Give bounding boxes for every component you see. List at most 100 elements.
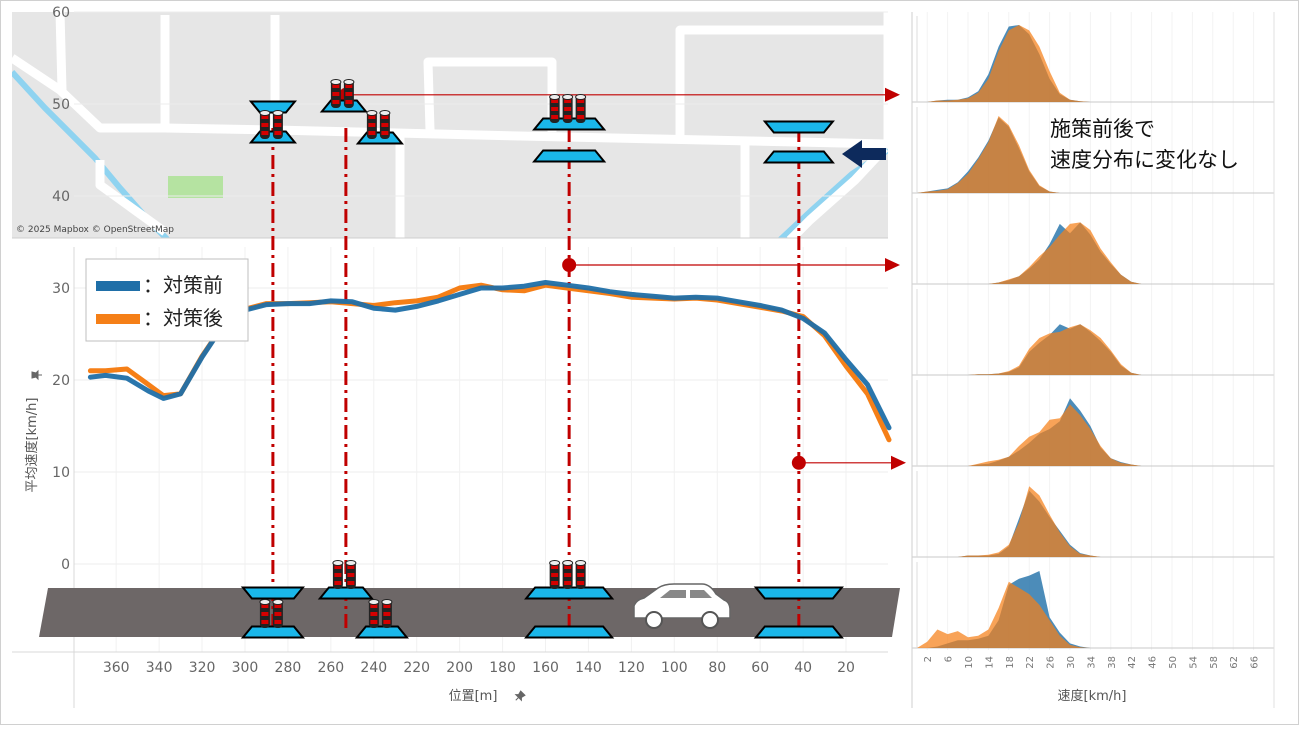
bollard-band xyxy=(261,131,269,135)
hump-icon xyxy=(532,149,607,163)
pin-icon xyxy=(31,369,42,381)
bollard-band xyxy=(383,612,391,616)
bollard-cap xyxy=(272,599,284,605)
x-tick-label: 360 xyxy=(103,660,130,676)
x-tick-label: 280 xyxy=(275,660,302,676)
bollard-group xyxy=(330,79,355,108)
bollard-band xyxy=(383,604,391,608)
bollard-cap xyxy=(549,560,561,566)
bollard-band xyxy=(261,604,269,608)
x-axis-title: 位置[m] xyxy=(449,689,498,704)
x-tick-label: 200 xyxy=(446,660,473,676)
hump-icon xyxy=(317,586,374,600)
legend-swatch-before xyxy=(96,281,140,291)
x-tick-label: 120 xyxy=(618,660,645,676)
bollard-band xyxy=(334,573,342,577)
bollard-cap xyxy=(562,94,574,100)
hump-icon xyxy=(240,586,306,600)
bollard-icon xyxy=(366,110,378,139)
histogram-panel xyxy=(912,562,1274,649)
bollard-band xyxy=(551,581,559,585)
bollard-band xyxy=(577,565,585,569)
hump-icon xyxy=(524,625,615,639)
bollard-band xyxy=(274,131,282,135)
bollard-band xyxy=(334,565,342,569)
bollard-band xyxy=(577,99,585,103)
annotation-line-2: 速度分布に変化なし xyxy=(1050,148,1239,172)
bollard-icon xyxy=(345,560,357,589)
bollard-band xyxy=(370,620,378,624)
map-panel[interactable]: © 2025 Mapbox © OpenStreetMap xyxy=(12,12,888,240)
bollard-cap xyxy=(343,79,355,85)
histogram-x-tick-label: 30 xyxy=(1066,656,1077,669)
x-tick-label: 20 xyxy=(837,660,855,676)
x-tick-label: 160 xyxy=(532,660,559,676)
bollard-group xyxy=(549,560,587,589)
bollard-icon xyxy=(259,599,271,628)
bollard-cap xyxy=(562,560,574,566)
histogram-x-tick-label: 58 xyxy=(1209,656,1220,669)
bollard-band xyxy=(381,123,389,127)
speed-histograms xyxy=(911,12,1275,708)
y-tick-label: 40 xyxy=(52,189,70,205)
bollard-band xyxy=(261,115,269,119)
device-lines xyxy=(271,128,801,632)
bollard-band xyxy=(347,573,355,577)
map-roads xyxy=(12,12,888,238)
bollard-band xyxy=(274,612,282,616)
bollard-icon xyxy=(381,599,393,628)
histogram-after-area xyxy=(917,25,1162,102)
bollard-band xyxy=(381,115,389,119)
bollard-band xyxy=(577,115,585,119)
series-before-line xyxy=(87,280,892,431)
bollard-group xyxy=(259,110,284,139)
bollard-icon xyxy=(575,94,587,123)
hump-icon xyxy=(762,120,835,134)
x-tick-label: 260 xyxy=(317,660,344,676)
legend-swatch-after xyxy=(96,314,140,324)
bollard-icon xyxy=(332,560,344,589)
marker-arrowhead xyxy=(891,455,906,470)
bollard-band xyxy=(261,123,269,127)
histogram-x-tick-label: 34 xyxy=(1086,656,1097,669)
histogram-x-tick-label: 10 xyxy=(964,656,975,669)
bollard-band xyxy=(261,612,269,616)
bollard-band xyxy=(368,123,376,127)
bollard-band xyxy=(332,92,340,96)
histogram-x-tick-label: 42 xyxy=(1127,656,1138,669)
bollard-band xyxy=(577,581,585,585)
histogram-panel xyxy=(912,289,1274,376)
bollard-cap xyxy=(368,599,380,605)
bollard-group xyxy=(549,94,587,123)
bollard-band xyxy=(261,620,269,624)
bollard-band xyxy=(368,131,376,135)
annotation-line-1: 施策前後で xyxy=(1050,117,1155,141)
bollard-cap xyxy=(332,560,344,566)
map-park xyxy=(168,176,223,198)
histogram-x-tick-label: 2 xyxy=(923,656,934,662)
bollard-band xyxy=(564,565,572,569)
bollard-band xyxy=(345,92,353,96)
x-tick-label: 320 xyxy=(189,660,216,676)
bollard-icon xyxy=(259,110,271,139)
hump-icon xyxy=(753,625,844,639)
bollard-band xyxy=(345,100,353,104)
bollard-band xyxy=(347,565,355,569)
device-icons xyxy=(240,79,844,639)
bollard-band xyxy=(370,604,378,608)
bollard-band xyxy=(274,115,282,119)
histogram-x-tick-label: 54 xyxy=(1188,656,1199,669)
marker-arrowhead xyxy=(885,87,900,102)
histogram-x-tick-label: 14 xyxy=(984,656,995,669)
histogram-panel xyxy=(912,198,1274,285)
bollard-icon xyxy=(575,560,587,589)
bollard-icon xyxy=(379,110,391,139)
x-tick-label: 140 xyxy=(575,660,602,676)
hump-icon xyxy=(762,150,835,164)
bollard-band xyxy=(577,107,585,111)
bollard-band xyxy=(564,99,572,103)
bollard-band xyxy=(564,107,572,111)
bollard-band xyxy=(551,107,559,111)
